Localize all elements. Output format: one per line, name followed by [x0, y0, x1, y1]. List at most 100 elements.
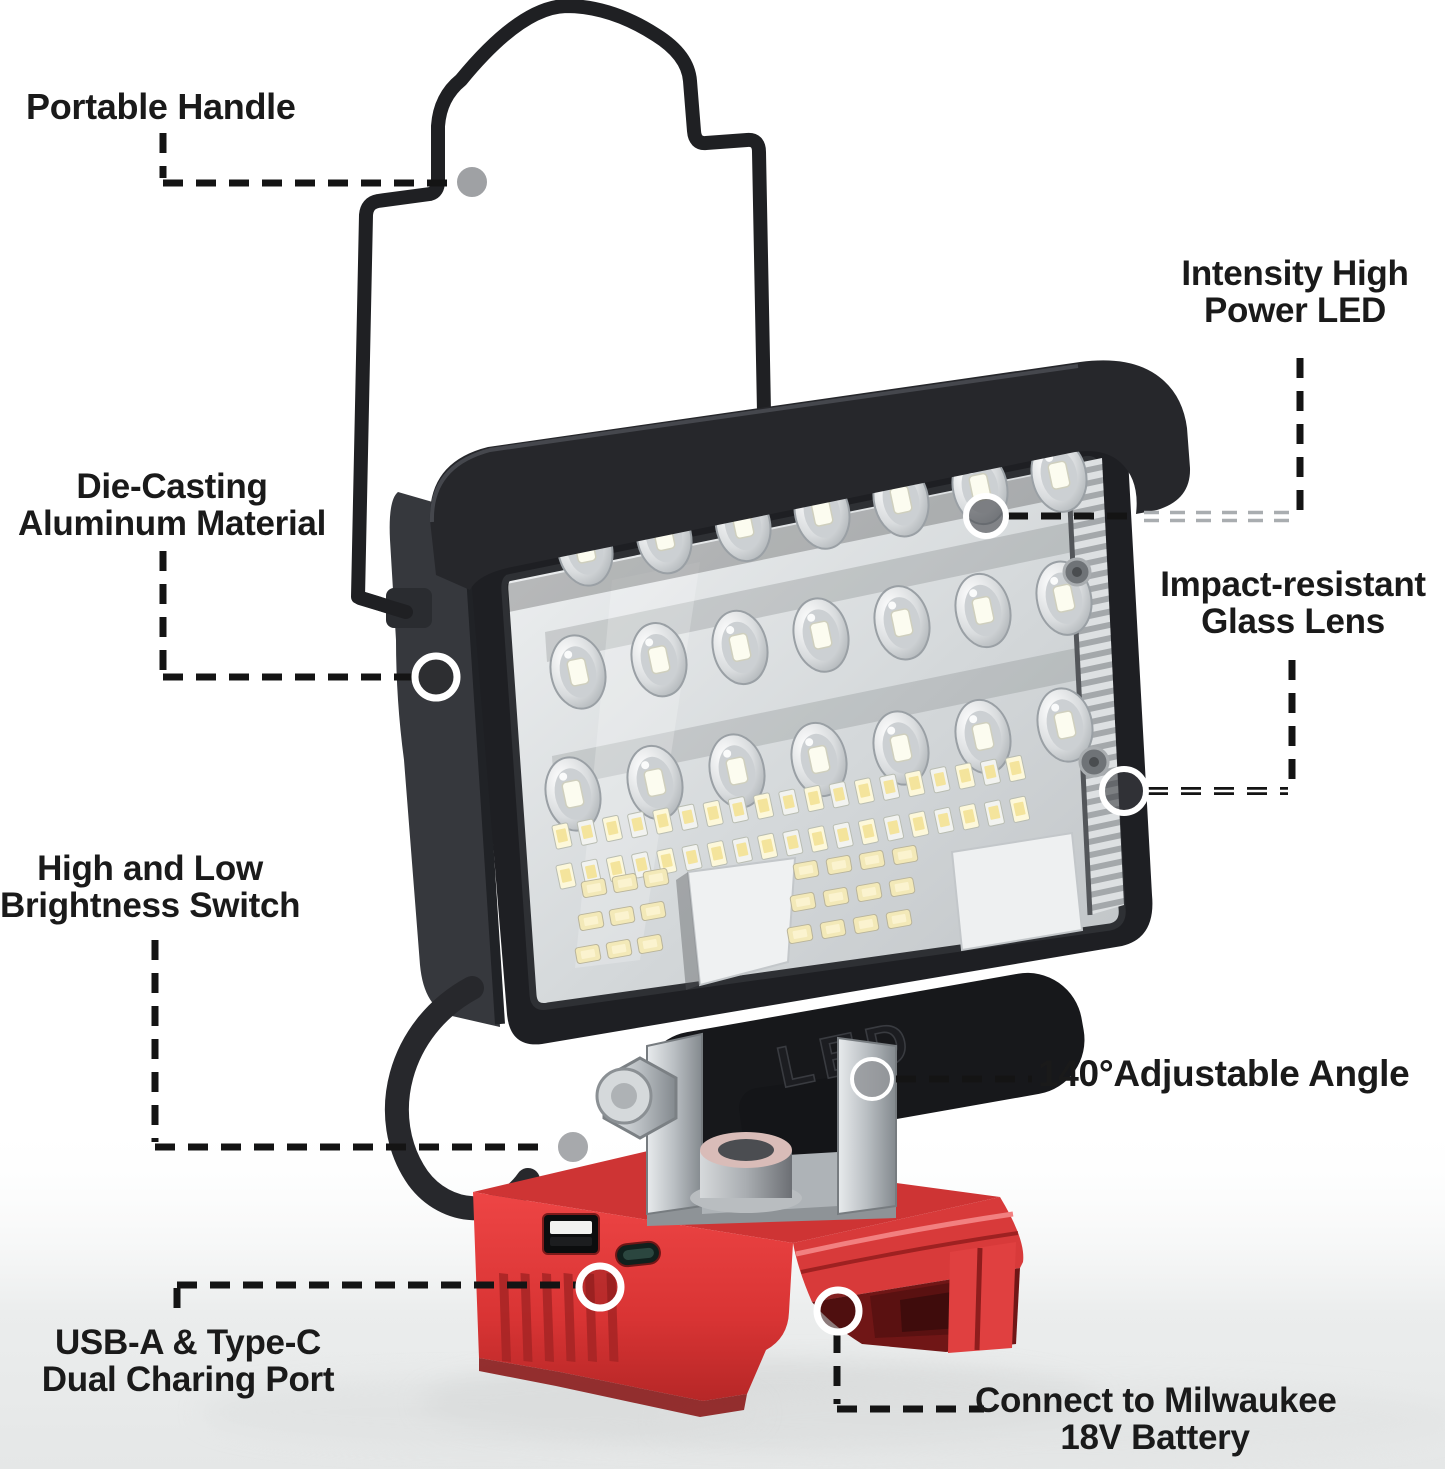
callout-line: Dual Charing Port [41, 1360, 335, 1400]
smd-led [757, 832, 779, 860]
smd-led [891, 845, 919, 865]
marker-usb-ports [575, 1262, 625, 1312]
smd-led [551, 822, 573, 850]
led-chip [790, 721, 848, 798]
led-chip [1036, 687, 1094, 763]
locking-knob [690, 1132, 802, 1213]
smd-led [807, 825, 829, 853]
smd-led [858, 850, 886, 870]
smd-led [555, 862, 577, 890]
smd-led [782, 829, 804, 857]
led-chip [708, 733, 766, 809]
callout-label-portable-handle: Portable Handle [26, 87, 336, 127]
led-chip [630, 622, 688, 698]
led-chip [873, 585, 931, 661]
smd-led [803, 784, 825, 813]
grip-rib [499, 1273, 511, 1362]
smd-led [879, 773, 901, 801]
smd-led [580, 878, 608, 898]
smd-led [832, 821, 854, 849]
smd-led [883, 814, 905, 842]
smd-led [929, 766, 951, 794]
smd-led [885, 909, 913, 929]
callout-label-battery-connect: Connect to Milwaukee 18V Battery [975, 1381, 1337, 1458]
connector-die-casting [159, 551, 461, 702]
smd-led [1005, 754, 1027, 783]
callout-line: 140°Adjustable Angle [1038, 1053, 1410, 1094]
smd-led [958, 803, 980, 831]
marker-brightness-switch [554, 1128, 592, 1166]
marker-intensity-led [963, 493, 1009, 539]
connector-intensity-led [963, 358, 1304, 539]
smd-led-strips [551, 754, 1031, 890]
callout-label-impact-lens: Impact-resistant Glass Lens [1128, 566, 1445, 641]
reflector [686, 856, 797, 987]
callout-label-adjustable-angle: 140°Adjustable Angle [1038, 1054, 1445, 1094]
connector-impact-lens [1099, 660, 1296, 816]
grip-rib [520, 1273, 533, 1362]
callout-label-intensity-led: Intensity High Power LED [1132, 255, 1445, 330]
smd-led [727, 796, 749, 824]
callout-label-brightness-switch: High and Low Brightness Switch [0, 850, 301, 925]
smd-led [627, 811, 649, 839]
led-chip [792, 597, 850, 673]
smd-led [639, 901, 667, 921]
callout-line: Impact-resistant [1160, 565, 1426, 604]
smd-led [853, 777, 875, 805]
reflector [950, 831, 1084, 952]
usb-a-port [542, 1213, 600, 1255]
led-chip [626, 744, 684, 821]
smd-led [857, 818, 879, 846]
smd-led [574, 944, 602, 964]
connector-portable-handle [159, 133, 491, 201]
smd-led [908, 810, 930, 838]
usb-c-port [615, 1240, 661, 1268]
carry-handle [351, 0, 771, 619]
glass-lens [501, 437, 1126, 1010]
smd-led [636, 934, 664, 954]
smd-led [577, 911, 605, 931]
callout-line: Die-Casting [76, 467, 268, 506]
smd-led [852, 914, 880, 934]
grip-rib [542, 1273, 554, 1362]
smd-led [792, 860, 820, 880]
smd-led [580, 858, 602, 886]
smd-led [822, 887, 850, 907]
smd-led [753, 792, 775, 820]
smd-led [656, 847, 678, 875]
led-chip [711, 609, 769, 686]
smd-led [855, 882, 883, 902]
smd-led [702, 799, 724, 828]
housing-side-wall [353, 492, 505, 1027]
smd-led [731, 836, 753, 864]
hex-bolt [595, 1056, 678, 1140]
smd-led [819, 919, 847, 939]
smd-led [601, 814, 623, 843]
callout-line: Intensity High [1181, 254, 1409, 293]
visor-hood [429, 360, 1191, 590]
callout-label-usb-ports: USB-A & Type-C Dual Charing Port [28, 1324, 348, 1399]
callout-line: USB-A & Type-C [54, 1323, 322, 1362]
callout-line: 18V Battery [1060, 1418, 1250, 1458]
led-chip [544, 756, 602, 832]
smd-led [828, 781, 850, 809]
lens-screw [1078, 746, 1110, 778]
smd-led [789, 892, 817, 912]
smd-led [677, 803, 699, 831]
marker-impact-lens [1099, 766, 1149, 816]
smd-led [1009, 795, 1031, 823]
smd-led [652, 807, 674, 835]
smd-led [983, 799, 1005, 827]
smd-led [605, 939, 633, 959]
callout-line: Aluminum Material [17, 504, 326, 544]
callout-line: Glass Lens [1201, 602, 1385, 642]
smd-led [642, 868, 670, 888]
smd-led [933, 806, 955, 835]
marker-portable-handle [453, 163, 491, 201]
callout-line: Connect to Milwaukee [975, 1381, 1337, 1420]
connector-brightness-switch [151, 940, 592, 1166]
smd-led [888, 877, 916, 897]
smd-led [904, 769, 926, 798]
led-chip [954, 572, 1012, 649]
